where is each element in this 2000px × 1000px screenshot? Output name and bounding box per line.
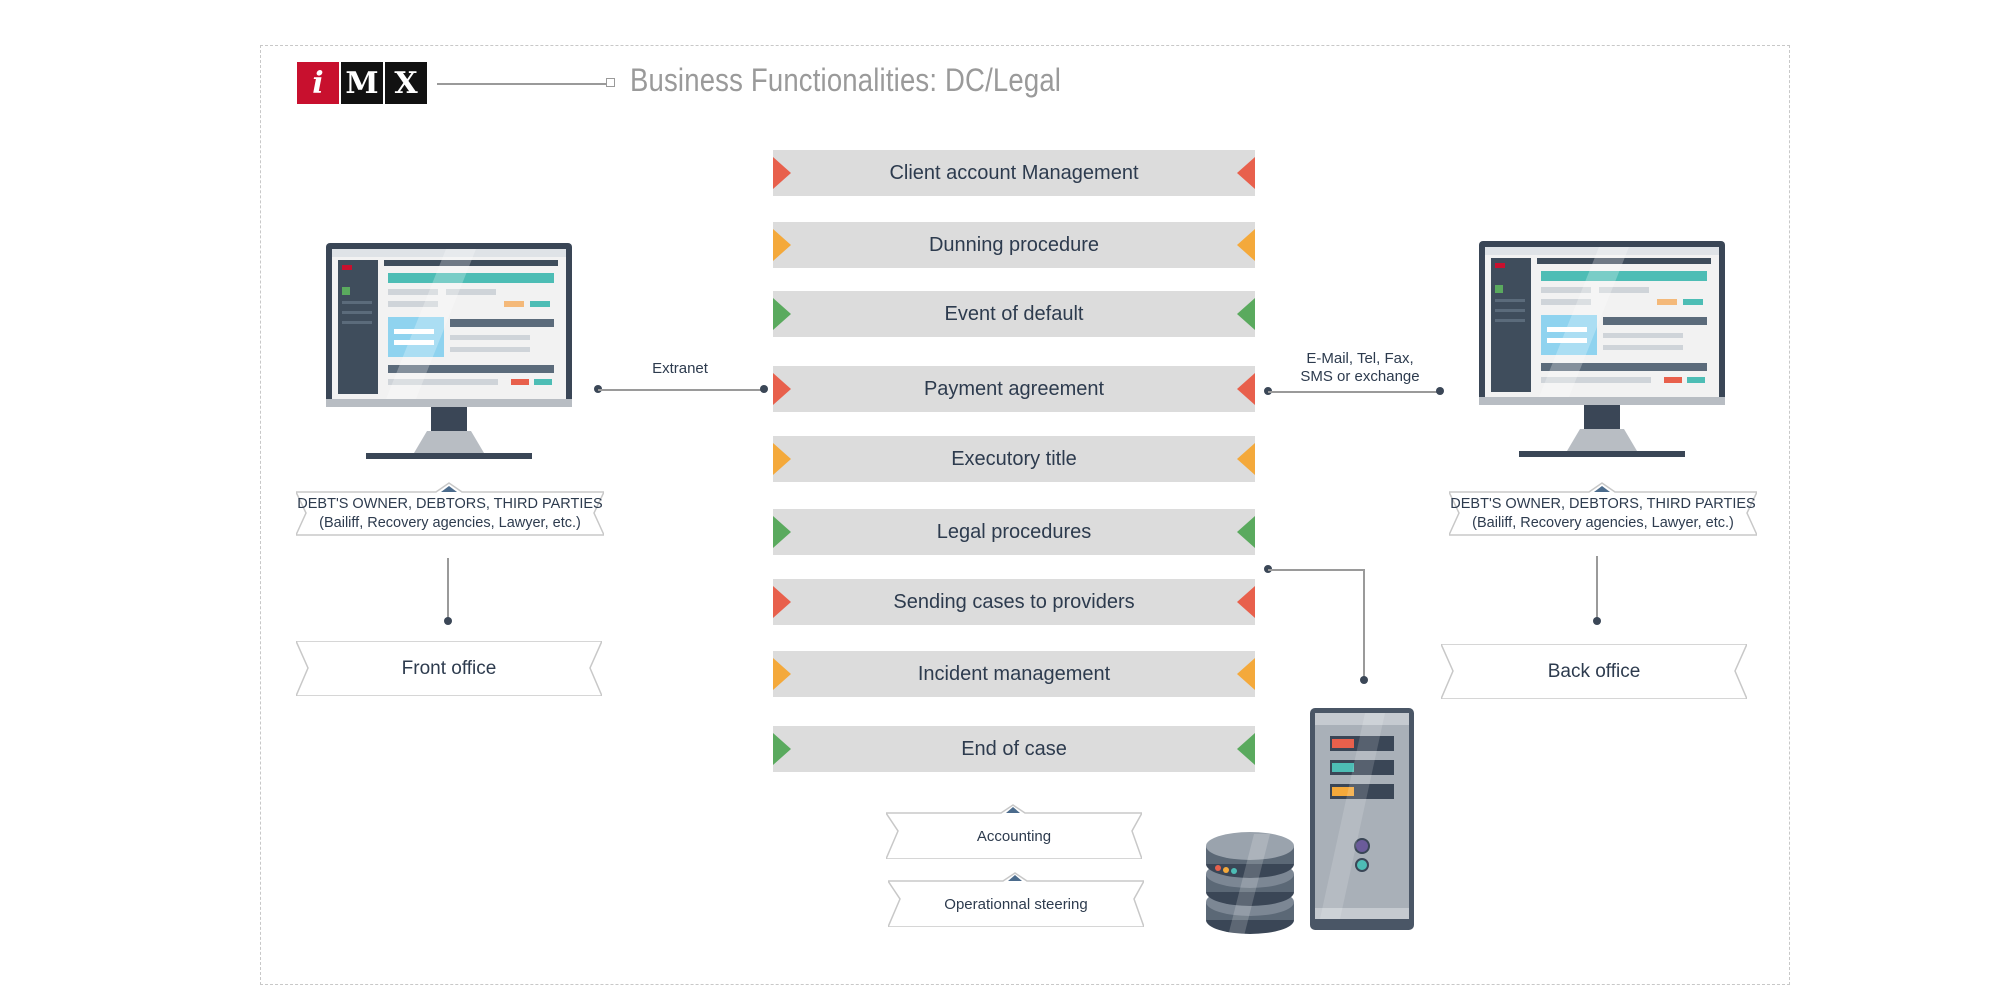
bar-right-arrow-icon	[1237, 298, 1255, 330]
steering-text: Operationnal steering	[944, 895, 1088, 913]
messaging-label-line1: E-Mail, Tel, Fax,	[1306, 350, 1414, 367]
logo-letter-m: M	[341, 62, 383, 104]
messaging-label: E-Mail, Tel, Fax, SMS or exchange	[1280, 350, 1440, 386]
function-bar-label: Sending cases to providers	[893, 590, 1135, 613]
back-users-line2: (Bailiff, Recovery agencies, Lawyer, etc…	[1472, 514, 1734, 531]
function-bar: Dunning procedure	[773, 222, 1255, 268]
extranet-dot-right	[760, 385, 768, 393]
diagram-frame	[260, 45, 1790, 985]
server-connector-horizontal	[1268, 569, 1364, 571]
function-bar-label: Dunning procedure	[928, 233, 1100, 256]
server-connector-vertical	[1363, 569, 1365, 679]
bar-right-arrow-icon	[1237, 733, 1255, 765]
function-bar-label: Event of default	[944, 302, 1084, 325]
messaging-dot-right	[1436, 387, 1444, 395]
messaging-label-line2: SMS or exchange	[1300, 368, 1420, 385]
logo-letter-i: i	[297, 62, 339, 104]
function-bar-label: Incident management	[917, 662, 1111, 685]
function-bar: Sending cases to providers	[773, 579, 1255, 625]
bar-left-arrow-icon	[773, 373, 791, 405]
messaging-line	[1268, 391, 1440, 393]
logo-connector-end	[606, 78, 615, 87]
extranet-label: Extranet	[652, 360, 708, 377]
back-office-text: Back office	[1547, 660, 1641, 682]
steering-ribbon: Operationnal steering	[888, 871, 1144, 927]
bar-right-arrow-icon	[1237, 586, 1255, 618]
back-office-monitor-icon	[1479, 241, 1725, 457]
extranet-line	[598, 389, 765, 391]
bar-right-arrow-icon	[1237, 157, 1255, 189]
bar-left-arrow-icon	[773, 229, 791, 261]
back-office-label: Back office	[1441, 644, 1747, 699]
bar-right-arrow-icon	[1237, 229, 1255, 261]
page-title: Business Functionalities: DC/Legal	[630, 62, 1062, 98]
function-bar: Executory title	[773, 436, 1255, 482]
bar-right-arrow-icon	[1237, 443, 1255, 475]
back-office-connector	[1596, 556, 1598, 620]
front-users-line1: DEBT'S OWNER, DEBTORS, THIRD PARTIES	[297, 495, 603, 512]
imx-logo: i M X	[297, 62, 427, 104]
back-users-line1: DEBT'S OWNER, DEBTORS, THIRD PARTIES	[1450, 495, 1756, 512]
front-office-connector-dot	[444, 617, 452, 625]
front-office-connector	[447, 558, 449, 620]
function-bar: End of case	[773, 726, 1255, 772]
function-bar-label: Executory title	[951, 447, 1077, 470]
accounting-ribbon: Accounting	[886, 803, 1142, 859]
server-connector-dot-bottom	[1360, 676, 1368, 684]
front-office-monitor-icon	[326, 243, 572, 459]
function-bar: Payment agreement	[773, 366, 1255, 412]
accounting-text: Accounting	[976, 827, 1052, 845]
function-bar: Event of default	[773, 291, 1255, 337]
database-icon	[1206, 832, 1294, 936]
bar-left-arrow-icon	[773, 586, 791, 618]
function-bar-label: End of case	[961, 737, 1067, 760]
function-bar-label: Legal procedures	[936, 520, 1092, 543]
function-bar: Legal procedures	[773, 509, 1255, 555]
function-bar: Incident management	[773, 651, 1255, 697]
bar-left-arrow-icon	[773, 733, 791, 765]
bar-left-arrow-icon	[773, 658, 791, 690]
function-bar: Client account Management	[773, 150, 1255, 196]
bar-left-arrow-icon	[773, 157, 791, 189]
back-users-ribbon: DEBT'S OWNER, DEBTORS, THIRD PARTIES (Ba…	[1449, 481, 1757, 547]
back-office-connector-dot	[1593, 617, 1601, 625]
server-tower-icon	[1310, 708, 1414, 930]
function-bar-label: Client account Management	[889, 161, 1139, 184]
bar-left-arrow-icon	[773, 516, 791, 548]
logo-connector-line	[437, 83, 609, 85]
bar-right-arrow-icon	[1237, 373, 1255, 405]
bar-left-arrow-icon	[773, 298, 791, 330]
front-office-text: Front office	[401, 657, 497, 679]
front-users-line2: (Bailiff, Recovery agencies, Lawyer, etc…	[319, 514, 581, 531]
bar-right-arrow-icon	[1237, 658, 1255, 690]
logo-letter-x: X	[385, 62, 427, 104]
bar-right-arrow-icon	[1237, 516, 1255, 548]
function-bar-label: Payment agreement	[923, 377, 1105, 400]
front-office-label: Front office	[296, 641, 602, 696]
bar-left-arrow-icon	[773, 443, 791, 475]
front-users-ribbon: DEBT'S OWNER, DEBTORS, THIRD PARTIES (Ba…	[296, 481, 604, 547]
